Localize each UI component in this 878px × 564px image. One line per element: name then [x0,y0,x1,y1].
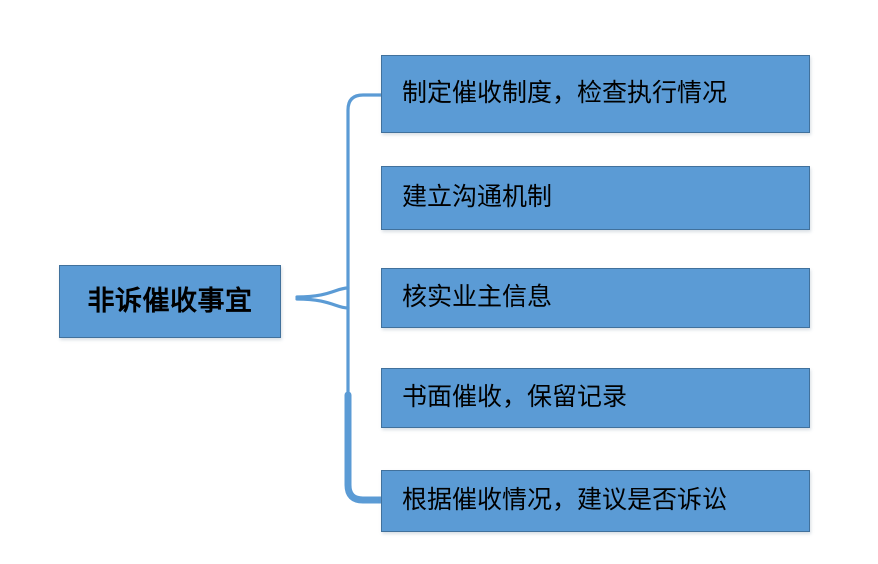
child-node-1-label: 制定催收制度，检查执行情况 [402,79,728,107]
child-node-3[interactable]: 核实业主信息 [381,268,810,328]
child-node-2-label: 建立沟通机制 [402,183,553,211]
root-node[interactable]: 非诉催收事宜 [59,265,281,338]
child-node-5-label: 根据催收情况，建议是否诉讼 [402,486,728,514]
child-node-1[interactable]: 制定催收制度，检查执行情况 [381,55,810,133]
child-node-4-label: 书面催收，保留记录 [402,383,628,411]
connector-spine [346,93,383,502]
child-node-4[interactable]: 书面催收，保留记录 [381,368,810,428]
root-node-label: 非诉催收事宜 [87,285,253,316]
child-node-5[interactable]: 根据催收情况，建议是否诉讼 [381,470,810,532]
child-node-3-label: 核实业主信息 [402,283,553,311]
connector-root-stem [295,286,350,299]
child-node-2[interactable]: 建立沟通机制 [381,166,810,230]
connector-spine-lower-accent [344,391,385,504]
connector-root-stem-lower [295,297,350,310]
